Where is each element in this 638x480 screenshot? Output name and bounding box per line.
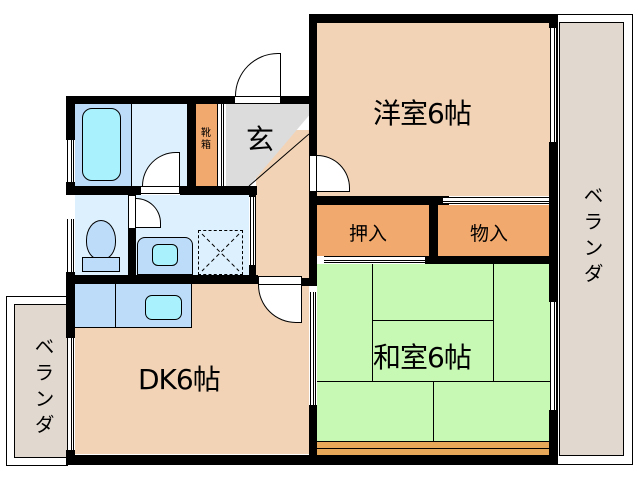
washbasin-bowl-icon	[152, 244, 178, 266]
oshiire[interactable]	[317, 205, 429, 256]
wall	[66, 96, 75, 140]
wall	[249, 265, 256, 284]
window[interactable]	[217, 104, 224, 186]
tatami-edge-line	[317, 448, 550, 449]
genkan-label: 玄	[246, 123, 275, 156]
entrance-door[interactable]	[235, 53, 281, 96]
shoe-box-label: 靴箱	[201, 128, 211, 151]
monoire[interactable]	[438, 205, 550, 256]
toilet-door-opening[interactable]	[128, 195, 136, 229]
sliding-door[interactable]	[324, 256, 425, 263]
wall	[309, 192, 317, 280]
oshiire-label: 押入	[349, 223, 388, 245]
wall	[425, 256, 558, 264]
window[interactable]	[67, 338, 74, 450]
wall	[309, 196, 449, 205]
tatami-line	[372, 320, 493, 321]
washing-machine-space	[198, 230, 243, 275]
shoe-box[interactable]	[196, 104, 217, 186]
wall	[66, 272, 75, 338]
tatami-line	[372, 264, 373, 382]
wall	[128, 229, 136, 284]
wall	[309, 14, 558, 23]
genkan-diagonal-line	[248, 133, 309, 186]
wall	[180, 186, 257, 195]
wall	[549, 142, 558, 302]
wall	[309, 14, 317, 155]
wall	[249, 186, 256, 197]
wall	[187, 96, 196, 195]
wall	[281, 96, 317, 104]
entrance-door-opening[interactable]	[234, 96, 281, 104]
tatami-line	[433, 381, 434, 442]
wall	[66, 186, 141, 195]
veranda-right-label: ベランダ	[580, 185, 604, 289]
dk-door-opening[interactable]	[258, 276, 302, 285]
counter-divider	[115, 284, 116, 328]
western-room[interactable]	[317, 22, 550, 196]
wall	[66, 275, 258, 284]
wall	[429, 196, 438, 264]
window[interactable]	[67, 219, 74, 272]
japanese-room-label: 和室6帖	[373, 341, 472, 374]
washing-machine-cross-icon	[201, 233, 240, 272]
western-door-opening[interactable]	[309, 155, 317, 192]
window[interactable]	[67, 140, 74, 182]
wall	[549, 410, 558, 465]
veranda-right	[559, 22, 624, 456]
dk-room-label: DK6帖	[138, 363, 221, 396]
sliding-door[interactable]	[443, 197, 549, 204]
window[interactable]	[550, 302, 557, 410]
window[interactable]	[310, 292, 316, 405]
wall	[66, 455, 558, 465]
tatami-line	[493, 264, 494, 382]
bathtub-icon	[82, 108, 121, 181]
wall	[66, 450, 75, 465]
veranda-left-label: ベランダ	[31, 336, 55, 440]
wall	[549, 14, 558, 28]
window[interactable]	[550, 28, 557, 142]
wall	[302, 278, 317, 286]
sink-icon	[145, 295, 182, 320]
wall	[309, 405, 317, 465]
western-room-label: 洋室6帖	[373, 97, 472, 130]
toilet-tank-icon	[82, 257, 120, 272]
toilet-bowl-icon	[86, 220, 116, 260]
bath-door-opening[interactable]	[140, 186, 180, 194]
monoire-label: 物入	[470, 223, 509, 245]
window[interactable]	[250, 197, 256, 265]
wall	[66, 96, 234, 104]
